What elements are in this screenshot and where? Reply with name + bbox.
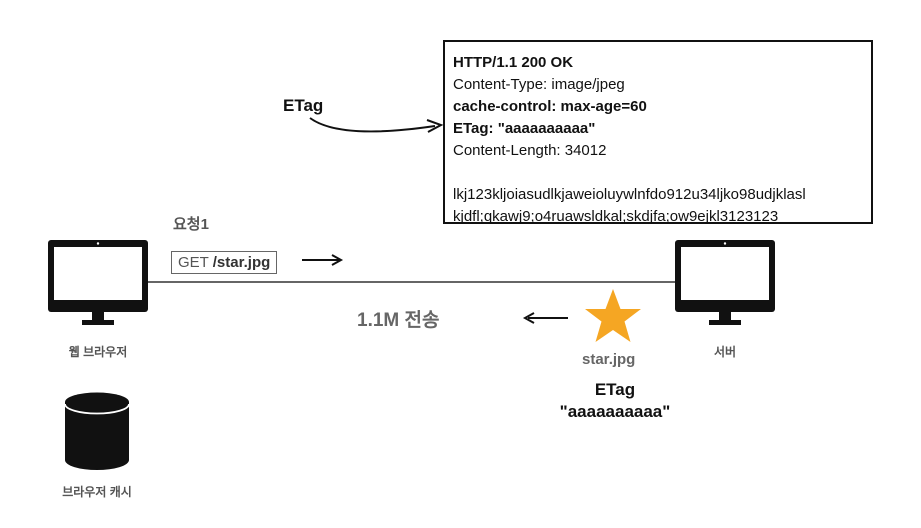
response-cache-control: cache-control: max-age=60 bbox=[453, 98, 647, 115]
etag-curved-arrow bbox=[309, 117, 444, 133]
cache-database-icon bbox=[64, 392, 130, 470]
connection-line bbox=[148, 281, 678, 283]
response-content-type: Content-Type: image/jpeg bbox=[453, 76, 625, 93]
response-content-length: Content-Length: 34012 bbox=[453, 142, 607, 159]
server-label: 서버 bbox=[713, 345, 737, 359]
star-icon bbox=[585, 289, 641, 342]
response-body-line-1: lkj123kljoiasudlkjaweioluywlnfdo912u34lj… bbox=[453, 186, 806, 203]
request-method: GET bbox=[178, 254, 209, 271]
request-label: 요청1 bbox=[173, 216, 209, 233]
response-body-line-2: kjdfl;qkawj9;o4ruawsldkal;skdjfa;ow9ejkl… bbox=[453, 208, 779, 225]
request-arrow-icon bbox=[302, 254, 344, 266]
response-etag: ETag: "aaaaaaaaaa" bbox=[453, 120, 596, 137]
file-etag-value: "aaaaaaaaaa" bbox=[559, 402, 671, 421]
client-monitor-icon bbox=[48, 240, 148, 325]
client-label: 웹 브라우저 bbox=[68, 345, 128, 359]
etag-pointer-label: ETag bbox=[283, 96, 324, 115]
request-box: GET /star.jpg bbox=[171, 251, 278, 274]
request-path: /star.jpg bbox=[212, 254, 271, 271]
file-name: star.jpg bbox=[582, 351, 636, 368]
transfer-label: 1.1M 전송 bbox=[357, 310, 440, 331]
response-status-line: HTTP/1.1 200 OK bbox=[453, 54, 574, 71]
server-monitor-icon bbox=[675, 240, 775, 325]
http-response-box: HTTP/1.1 200 OK Content-Type: image/jpeg… bbox=[443, 40, 873, 225]
cache-label: 브라우저 캐시 bbox=[62, 485, 132, 499]
response-arrow-icon bbox=[522, 312, 568, 324]
file-etag-title: ETag bbox=[594, 380, 636, 399]
